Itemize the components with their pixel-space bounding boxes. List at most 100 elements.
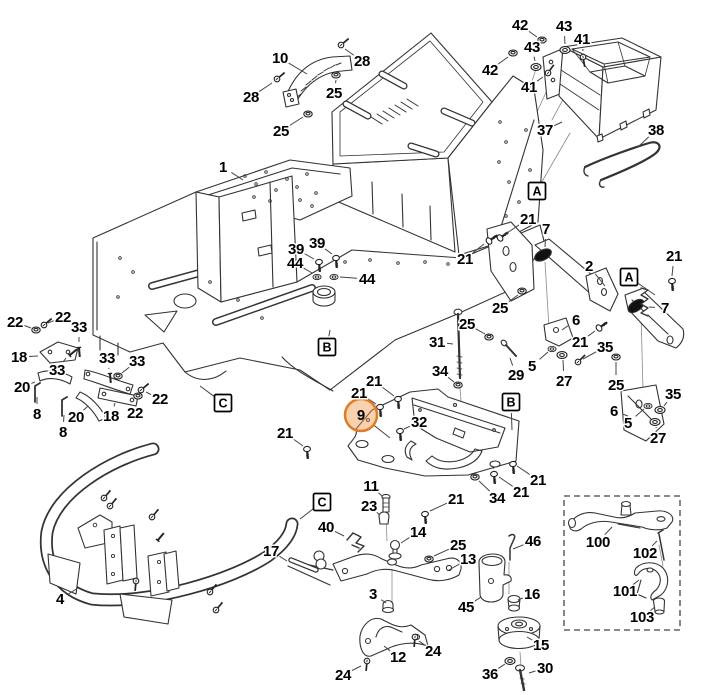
part-label-7[interactable]: 7: [540, 220, 551, 240]
part-label-34[interactable]: 34: [430, 362, 450, 382]
part-label-13[interactable]: 13: [458, 550, 477, 570]
part-label-22[interactable]: 22: [53, 308, 72, 328]
leader-line: [121, 366, 130, 374]
part-label-21[interactable]: 21: [511, 483, 530, 503]
bolt-fastener: [485, 234, 498, 245]
part-label-34[interactable]: 34: [487, 489, 507, 509]
part-label-35[interactable]: 35: [595, 338, 614, 358]
part-label-42[interactable]: 42: [480, 61, 499, 81]
part-label-15[interactable]: 15: [531, 636, 550, 656]
screw-part29: [500, 339, 517, 357]
part-label-46[interactable]: 46: [523, 532, 542, 552]
part-label-20[interactable]: 20: [66, 408, 85, 428]
leader-line: [562, 359, 565, 372]
part-label-33[interactable]: 33: [97, 349, 116, 369]
screw-fastener: [206, 583, 218, 596]
part-label-22[interactable]: 22: [5, 313, 24, 333]
part-label-28[interactable]: 28: [241, 88, 260, 108]
bolt-fastener: [315, 258, 323, 273]
part-label-45[interactable]: 45: [456, 598, 475, 618]
part-label-21[interactable]: 21: [570, 333, 589, 353]
part-label-31[interactable]: 31: [427, 333, 446, 353]
part-label-41[interactable]: 41: [572, 30, 591, 50]
part-label-35[interactable]: 35: [663, 385, 682, 405]
part-label-41[interactable]: 41: [519, 78, 538, 98]
part-label-22[interactable]: 22: [125, 404, 144, 424]
screw-fastener: [363, 657, 371, 672]
part-label-33[interactable]: 33: [127, 352, 146, 372]
part-label-6[interactable]: 6: [570, 311, 581, 331]
part-label-21[interactable]: 21: [528, 471, 547, 491]
part-label-8[interactable]: 8: [31, 405, 42, 425]
part-label-25[interactable]: 25: [606, 376, 625, 396]
part-label-27[interactable]: 27: [554, 372, 573, 392]
part-label-10[interactable]: 10: [270, 49, 289, 69]
part-label-2[interactable]: 2: [583, 257, 594, 277]
part-label-40[interactable]: 40: [316, 518, 335, 538]
part-label-25[interactable]: 25: [490, 299, 509, 319]
part-label-8[interactable]: 8: [57, 423, 68, 443]
part-label-24[interactable]: 24: [333, 666, 353, 686]
part-label-7[interactable]: 7: [659, 299, 670, 319]
part-label-30[interactable]: 30: [535, 659, 554, 679]
part-label-17[interactable]: 17: [261, 542, 280, 562]
part-label-21[interactable]: 21: [275, 424, 294, 444]
leader-line: [587, 330, 596, 337]
part-label-33[interactable]: 33: [47, 361, 66, 381]
part-label-20[interactable]: 20: [12, 378, 31, 398]
part-label-44[interactable]: 44: [285, 254, 305, 274]
part-label-3[interactable]: 3: [367, 585, 378, 605]
washer-fastener: [530, 63, 542, 71]
part-label-18[interactable]: 18: [101, 407, 120, 427]
part-label-18[interactable]: 18: [9, 348, 28, 368]
part-label-103[interactable]: 103: [628, 608, 655, 628]
part-label-27[interactable]: 27: [648, 429, 667, 449]
part-label-25[interactable]: 25: [324, 84, 343, 104]
part-label-5[interactable]: 5: [526, 357, 537, 377]
part-label-21[interactable]: 21: [518, 210, 537, 230]
part-label-11[interactable]: 11: [362, 477, 381, 497]
part-label-100[interactable]: 100: [584, 533, 611, 553]
part-label-39[interactable]: 39: [307, 234, 326, 254]
part-label-21[interactable]: 21: [446, 490, 465, 510]
part-label-23[interactable]: 23: [359, 497, 378, 517]
part-label-102[interactable]: 102: [631, 544, 658, 564]
part-label-43[interactable]: 43: [554, 17, 573, 37]
part-label-101[interactable]: 101: [611, 582, 638, 602]
leader-line: [378, 492, 383, 497]
part-label-22[interactable]: 22: [150, 390, 169, 410]
part-label-1[interactable]: 1: [217, 158, 228, 178]
part-label-28[interactable]: 28: [352, 52, 371, 72]
part-label-25[interactable]: 25: [457, 315, 476, 335]
part-label-37[interactable]: 37: [535, 121, 554, 141]
part-label-29[interactable]: 29: [506, 366, 525, 386]
part-label-21[interactable]: 21: [455, 250, 474, 270]
screw-fastener: [273, 71, 286, 83]
part-label-33[interactable]: 33: [69, 318, 88, 338]
highlight-circle[interactable]: [343, 397, 379, 433]
lift-lever-assembly: [287, 493, 462, 657]
part-label-44[interactable]: 44: [357, 270, 377, 290]
part-label-21[interactable]: 21: [364, 372, 383, 392]
part-label-6[interactable]: 6: [608, 402, 619, 422]
part-label-38[interactable]: 38: [646, 121, 665, 141]
part-label-4[interactable]: 4: [54, 590, 66, 610]
leader-line: [145, 391, 152, 395]
part-label-43[interactable]: 43: [522, 38, 541, 58]
part-label-32[interactable]: 32: [409, 413, 428, 433]
part-label-24[interactable]: 24: [423, 642, 443, 662]
part-label-25[interactable]: 25: [448, 536, 467, 556]
part-label-12[interactable]: 12: [388, 648, 407, 668]
part-label-36[interactable]: 36: [480, 665, 499, 685]
part-label-21[interactable]: 21: [664, 247, 683, 267]
part-label-21[interactable]: 21: [349, 384, 368, 404]
part-label-25[interactable]: 25: [271, 122, 290, 142]
part-label-14[interactable]: 14: [408, 523, 428, 543]
part-label-16[interactable]: 16: [522, 585, 541, 605]
part-label-5[interactable]: 5: [622, 414, 633, 434]
rod-part102: [657, 529, 665, 561]
part-label-39[interactable]: 39: [286, 240, 305, 260]
part-label-9[interactable]: 9: [357, 407, 365, 424]
part-label-42[interactable]: 42: [510, 16, 529, 36]
leader-line: [418, 640, 426, 646]
